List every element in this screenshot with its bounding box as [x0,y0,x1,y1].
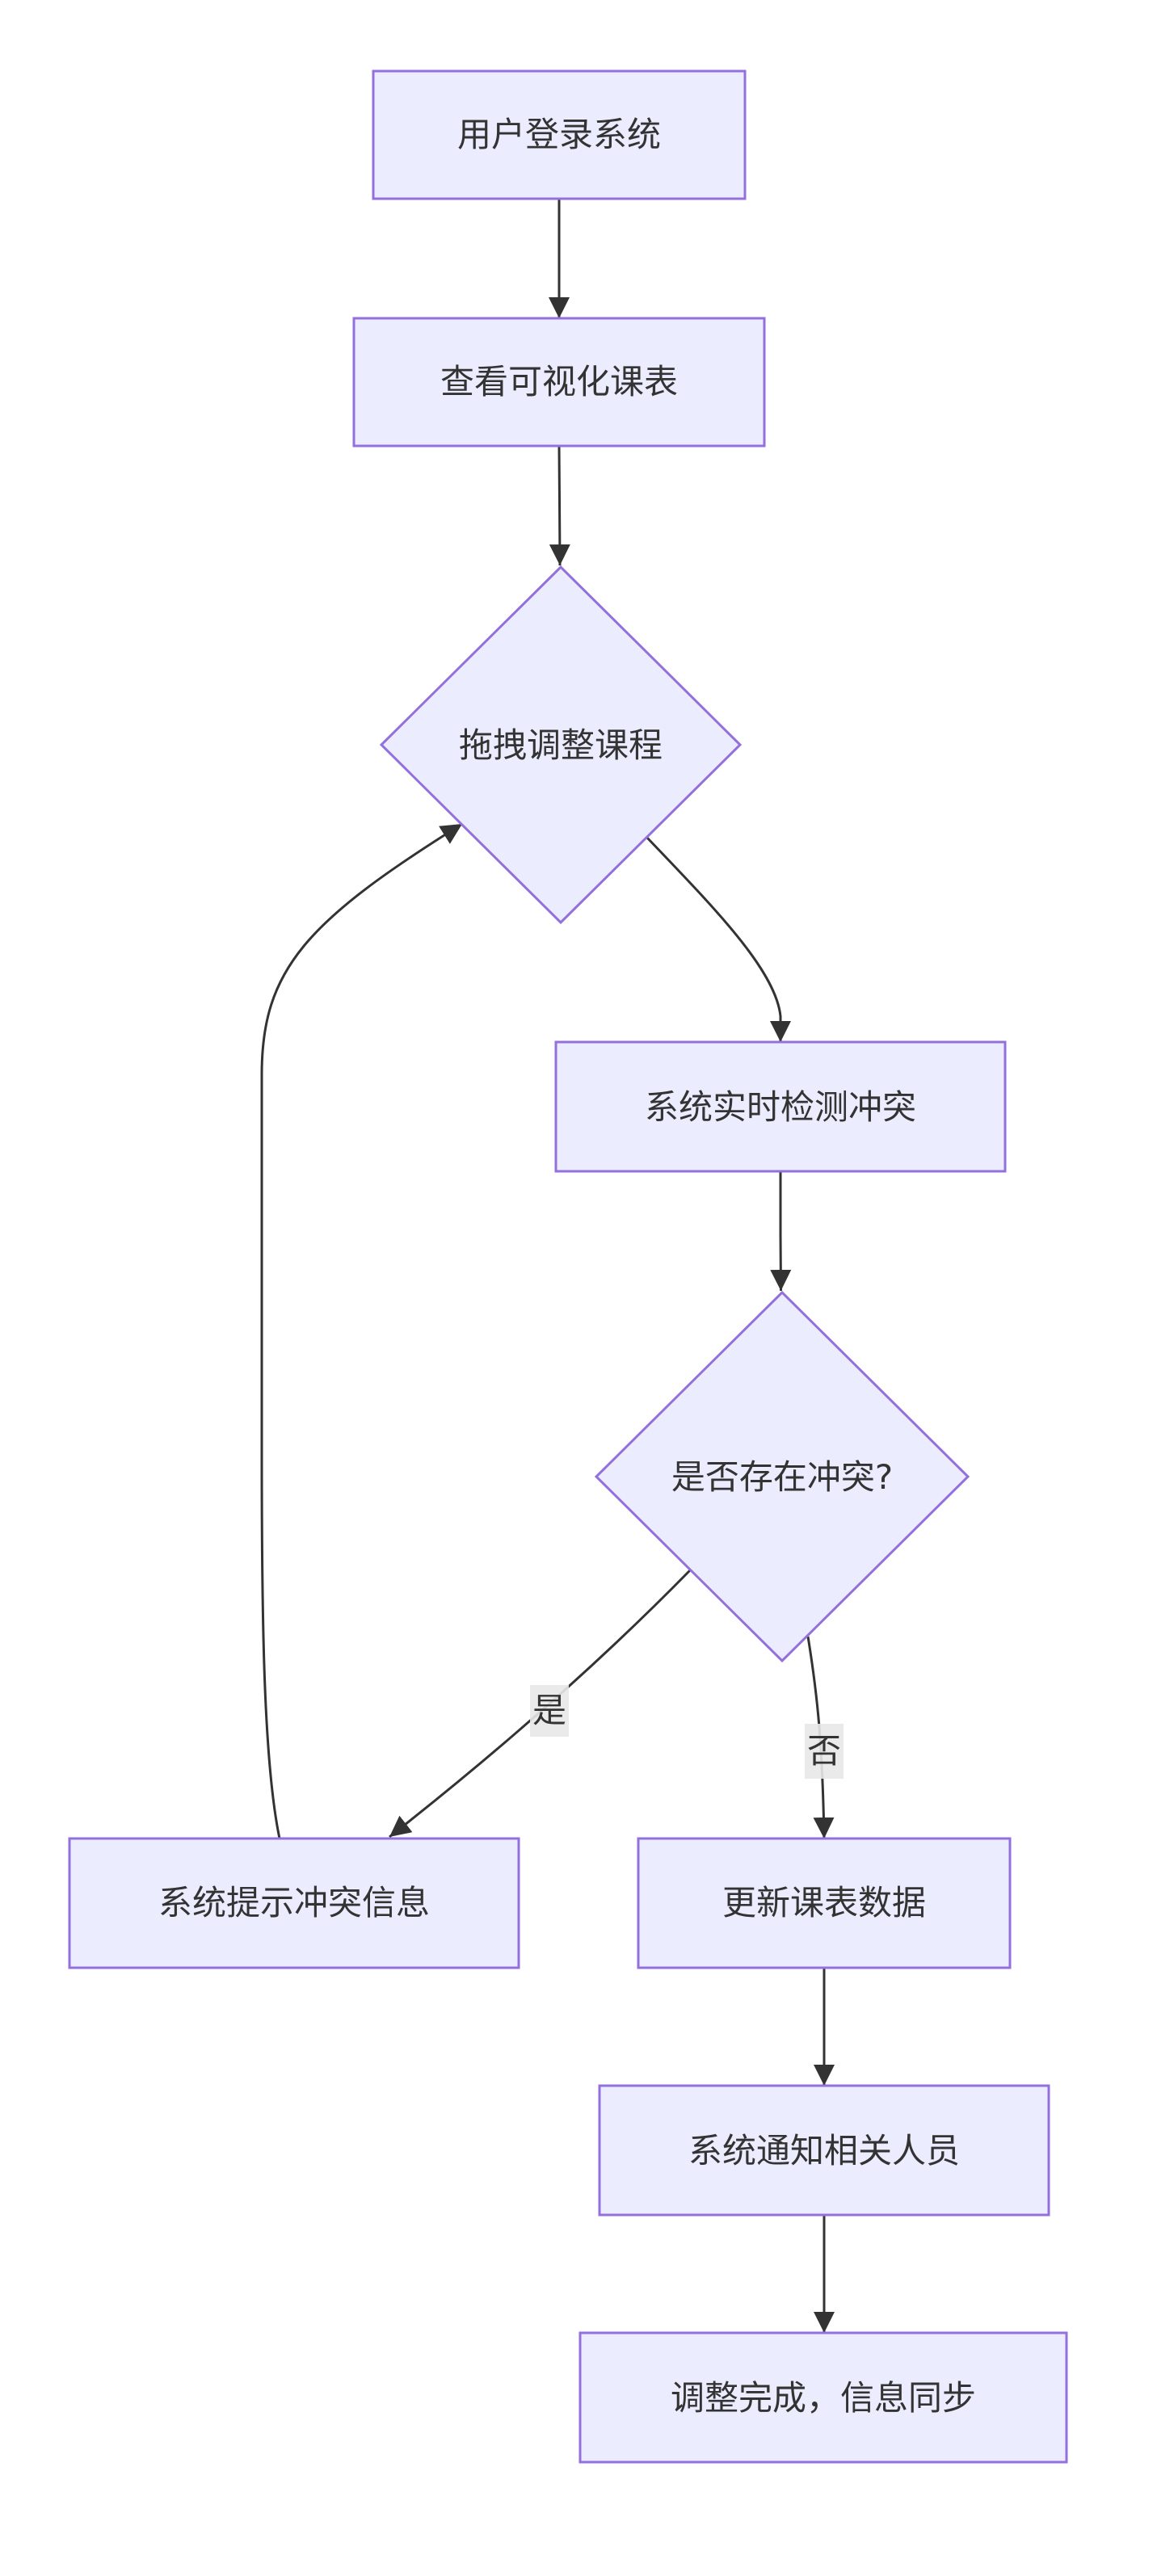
node-notify-staff-label: 系统通知相关人员 [688,2131,960,2170]
edge-label-yes: 是 [530,1685,569,1737]
edge-drag-to-detect [645,835,791,1042]
edge-detect-to-conflict [770,1171,792,1292]
node-drag-adjust[interactable]: 拖拽调整课程 [379,565,743,925]
node-notify-staff[interactable]: 系统通知相关人员 [598,2084,1050,2217]
edge-prompt-back-to-drag [260,822,463,1839]
node-login[interactable]: 用户登录系统 [372,69,747,200]
edge-label-yes-text: 是 [532,1691,566,1730]
node-prompt-conflict[interactable]: 系统提示冲突信息 [68,1837,520,1969]
node-conflict-decision[interactable]: 是否存在冲突? [594,1290,970,1663]
node-detect-conflict-label: 系统实时检测冲突 [645,1087,916,1127]
node-drag-adjust-label: 拖拽调整课程 [459,725,663,765]
node-detect-conflict[interactable]: 系统实时检测冲突 [554,1040,1007,1173]
node-view-timetable-label: 查看可视化课表 [440,362,678,401]
node-update-data-label: 更新课表数据 [722,1883,926,1923]
node-prompt-conflict-label: 系统提示冲突信息 [158,1883,430,1923]
node-conflict-decision-label: 是否存在冲突? [671,1457,893,1497]
edge-label-no: 否 [805,1724,844,1779]
node-view-timetable[interactable]: 查看可视化课表 [352,317,766,448]
node-update-data[interactable]: 更新课表数据 [637,1837,1012,1969]
node-done-sync-label: 调整完成，信息同步 [671,2378,976,2418]
node-done-sync[interactable]: 调整完成，信息同步 [578,2331,1068,2464]
node-login-label: 用户登录系统 [457,115,661,154]
edge-label-no-text: 否 [807,1731,841,1771]
edge-view-to-drag [549,445,570,566]
